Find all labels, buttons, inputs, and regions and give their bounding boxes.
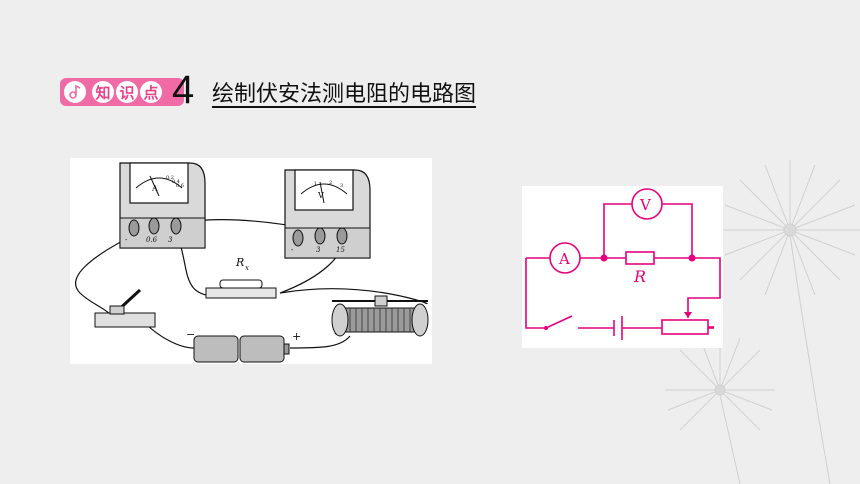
battery-minus-label: −	[186, 328, 195, 341]
switch	[94, 288, 156, 328]
badge-char: 识	[116, 81, 138, 103]
voltmeter-terminal-label: 15	[336, 246, 345, 254]
voltmeter-terminal-label: 3	[316, 246, 321, 254]
ammeter-scale-label: 0.6	[176, 183, 184, 189]
resistor-rx: R x	[205, 256, 277, 299]
note-icon	[64, 81, 86, 103]
resistor-subscript: x	[245, 264, 249, 272]
resistor-label: R	[235, 256, 244, 269]
page-title: 绘制伏安法测电阻的电路图	[212, 82, 477, 107]
badge-number: 4	[172, 68, 195, 112]
voltmeter-device: V 1 2 3 - 3 15	[284, 169, 371, 259]
voltmeter-symbol: V	[639, 196, 652, 214]
ammeter-terminal-label: 0.6	[146, 236, 158, 244]
dandelion-decoration	[665, 160, 860, 484]
ammeter-terminal-label: -	[125, 236, 128, 244]
voltmeter-terminal-label: -	[291, 246, 294, 254]
voltmeter-scale-label: 3	[340, 183, 343, 189]
voltmeter-scale-label: 1	[314, 181, 317, 187]
battery-plus-label: +	[292, 330, 301, 343]
ammeter-device: A 0.2 0.4 0.6 - 0.6 3	[119, 162, 206, 249]
voltmeter-scale-label: 2	[329, 180, 332, 186]
voltmeter-unit: V	[317, 191, 324, 200]
battery-pack: − +	[186, 328, 301, 363]
ammeter-scale-label: 0.2	[166, 175, 174, 181]
circuit-schematic: A V R	[522, 186, 723, 348]
apparatus-figure: A 0.2 0.4 0.6 - 0.6 3 V 1 2 3 -	[70, 158, 432, 364]
ammeter-symbol: A	[558, 250, 570, 268]
badge-char: 知	[92, 81, 114, 103]
resistor-symbol-label: R	[633, 267, 646, 286]
ammeter-scale-label: 0.4	[172, 179, 180, 185]
rheostat	[331, 295, 429, 337]
badge-char: 点	[140, 81, 162, 103]
knowledge-point-badge: 知 识 点 4	[60, 70, 202, 110]
ammeter-terminal-label: 3	[168, 236, 173, 244]
ammeter-unit: A	[151, 184, 158, 193]
